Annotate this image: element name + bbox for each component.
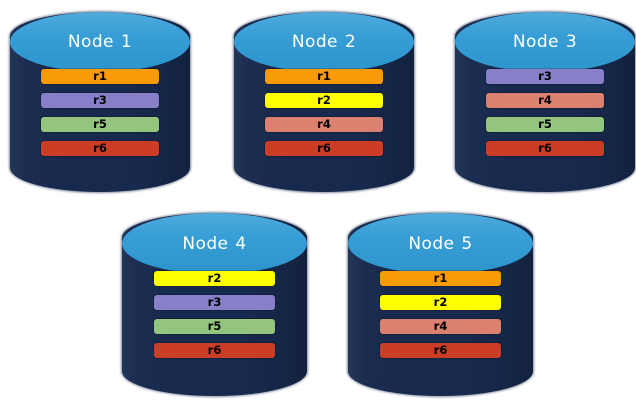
replica-bar-label: r4 — [317, 116, 331, 131]
node-title: Node 3 — [513, 32, 577, 52]
node-title: Node 1 — [68, 32, 132, 52]
replica-bar-label: r3 — [207, 294, 222, 309]
replica-bar-label: r1 — [93, 68, 107, 83]
node-cylinder[interactable]: Node 2 r1 r2 r4 r6 — [234, 12, 414, 192]
node-title-word: Node — [291, 32, 338, 52]
replica-bar[interactable]: r5 — [154, 319, 275, 334]
node-title-number: 3 — [565, 32, 578, 52]
node-lid: Node 3 — [455, 12, 635, 72]
replica-bar-label: r5 — [93, 116, 107, 131]
replica-bar-label: r6 — [207, 342, 222, 357]
replica-bar[interactable]: r2 — [380, 295, 501, 310]
node-lid: Node 1 — [10, 12, 190, 72]
node-title-word: Node — [67, 32, 114, 52]
replica-bar[interactable]: r6 — [265, 141, 383, 156]
replica-bar[interactable]: r4 — [380, 319, 501, 334]
replica-bar-label: r6 — [538, 140, 552, 155]
replica-bar-label: r1 — [433, 270, 448, 285]
node-title-word: Node — [512, 32, 559, 52]
replica-bar-label: r6 — [317, 140, 331, 155]
replica-bar[interactable]: r1 — [41, 69, 159, 84]
replica-bar-label: r1 — [317, 68, 331, 83]
replica-bar[interactable]: r5 — [486, 117, 604, 132]
replica-bar[interactable]: r3 — [486, 69, 604, 84]
replica-bar[interactable]: r6 — [41, 141, 159, 156]
node-title-number: 4 — [235, 233, 247, 254]
replica-bar-label: r6 — [433, 342, 448, 357]
replica-bar-label: r4 — [433, 318, 448, 333]
node-cylinder[interactable]: Node 5 r1 r2 r4 r6 — [348, 213, 533, 396]
replica-bar-label: r2 — [317, 92, 331, 107]
replica-list: r3 r4 r5 r6 — [486, 69, 604, 156]
replica-bar[interactable]: r3 — [41, 93, 159, 108]
replica-bar[interactable]: r3 — [154, 295, 275, 310]
node-title: Node 4 — [182, 234, 246, 254]
replica-bar-label: r5 — [538, 116, 552, 131]
node-cylinder[interactable]: Node 1 r1 r3 r5 r6 — [10, 12, 190, 192]
replica-bar[interactable]: r1 — [265, 69, 383, 84]
replica-bar[interactable]: r4 — [265, 117, 383, 132]
replica-list: r1 r2 r4 r6 — [265, 69, 383, 156]
replica-list: r1 r2 r4 r6 — [380, 271, 501, 358]
replica-bar-label: r2 — [207, 270, 222, 285]
replica-bar[interactable]: r2 — [154, 271, 275, 286]
replica-list: r1 r3 r5 r6 — [41, 69, 159, 156]
replica-bar-label: r4 — [538, 92, 552, 107]
node-lid: Node 2 — [234, 12, 414, 72]
node-cylinder[interactable]: Node 3 r3 r4 r5 r6 — [455, 12, 635, 192]
replica-bar[interactable]: r6 — [380, 343, 501, 358]
replica-bar-label: r3 — [93, 92, 107, 107]
replica-bar[interactable]: r5 — [41, 117, 159, 132]
node-cylinder[interactable]: Node 4 r2 r3 r5 r6 — [122, 213, 307, 396]
node-title-number: 2 — [344, 32, 357, 52]
replica-bar-label: r6 — [93, 140, 107, 155]
node-title: Node 2 — [292, 32, 356, 52]
node-lid: Node 4 — [122, 213, 307, 274]
replica-bar[interactable]: r6 — [154, 343, 275, 358]
node-title-word: Node — [182, 233, 229, 254]
node-lid: Node 5 — [348, 213, 533, 274]
node-title-number: 5 — [461, 233, 473, 254]
node-title: Node 5 — [408, 234, 472, 254]
replica-bar-label: r5 — [207, 318, 222, 333]
replica-bar[interactable]: r2 — [265, 93, 383, 108]
replica-list: r2 r3 r5 r6 — [154, 271, 275, 358]
replica-bar[interactable]: r6 — [486, 141, 604, 156]
node-title-word: Node — [408, 233, 455, 254]
replica-bar[interactable]: r1 — [380, 271, 501, 286]
node-title-number: 1 — [120, 32, 133, 52]
replica-bar-label: r3 — [538, 68, 552, 83]
replica-bar[interactable]: r4 — [486, 93, 604, 108]
replica-bar-label: r2 — [433, 294, 448, 309]
